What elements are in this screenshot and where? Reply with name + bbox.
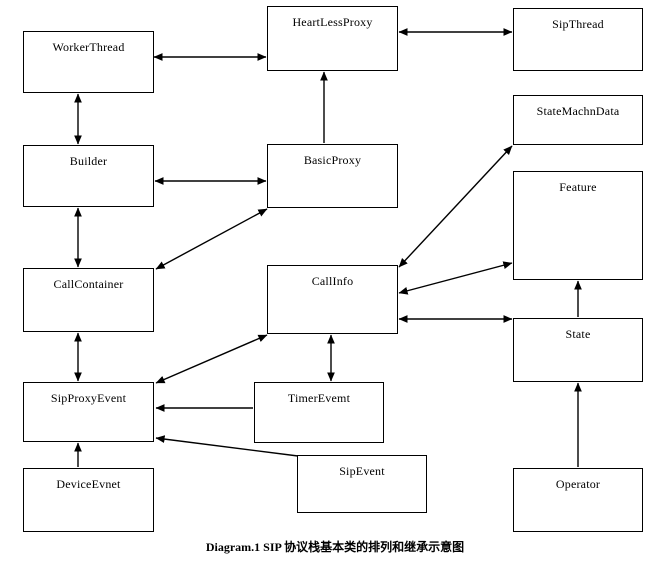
- node-label-basicproxy: BasicProxy: [303, 153, 362, 167]
- node-label-deviceevnet: DeviceEvnet: [56, 477, 121, 491]
- edge-callinfo-statemachndata: [398, 145, 513, 268]
- node-operator[interactable]: Operator: [513, 468, 643, 532]
- node-label-operator: Operator: [555, 477, 601, 491]
- node-statemachndata[interactable]: StateMachnData: [513, 95, 643, 145]
- node-label-sipthread: SipThread: [552, 17, 604, 31]
- node-label-statemachndata: StateMachnData: [536, 104, 620, 118]
- node-callcontainer[interactable]: CallContainer: [23, 268, 154, 332]
- node-label-state: State: [565, 327, 591, 341]
- node-sipevent[interactable]: SipEvent: [297, 455, 427, 513]
- node-callinfo[interactable]: CallInfo: [267, 265, 398, 334]
- node-heartlessproxy[interactable]: HeartLessProxy: [267, 6, 398, 71]
- node-label-timerevemt: TimerEvemt: [287, 391, 351, 405]
- edge-group: [74, 28, 582, 467]
- node-label-sipevent: SipEvent: [339, 464, 385, 478]
- node-label-heartlessproxy: HeartLessProxy: [292, 15, 373, 29]
- node-label-feature: Feature: [559, 180, 597, 194]
- node-label-workerthread: WorkerThread: [52, 40, 125, 54]
- edge-sipevent-sipproxyevent: [155, 435, 299, 457]
- edge-callinfo-feature: [398, 261, 513, 295]
- node-label-sipproxyevent: SipProxyEvent: [50, 391, 127, 405]
- node-workerthread[interactable]: WorkerThread: [23, 31, 154, 93]
- node-feature[interactable]: Feature: [513, 171, 643, 280]
- node-label-callcontainer: CallContainer: [53, 277, 124, 291]
- node-builder[interactable]: Builder: [23, 145, 154, 207]
- node-state[interactable]: State: [513, 318, 643, 382]
- node-sipproxyevent[interactable]: SipProxyEvent: [23, 382, 154, 442]
- edge-callcontainer-basicproxy: [155, 208, 268, 270]
- edge-sipproxyevent-callinfo: [155, 334, 268, 384]
- diagram-caption: Diagram.1 SIP 协议栈基本类的排列和继承示意图: [205, 540, 465, 554]
- node-label-builder: Builder: [69, 154, 108, 168]
- node-basicproxy[interactable]: BasicProxy: [267, 144, 398, 208]
- node-label-callinfo: CallInfo: [311, 274, 354, 288]
- node-timerevemt[interactable]: TimerEvemt: [254, 382, 384, 443]
- node-deviceevnet[interactable]: DeviceEvnet: [23, 468, 154, 532]
- node-sipthread[interactable]: SipThread: [513, 8, 643, 71]
